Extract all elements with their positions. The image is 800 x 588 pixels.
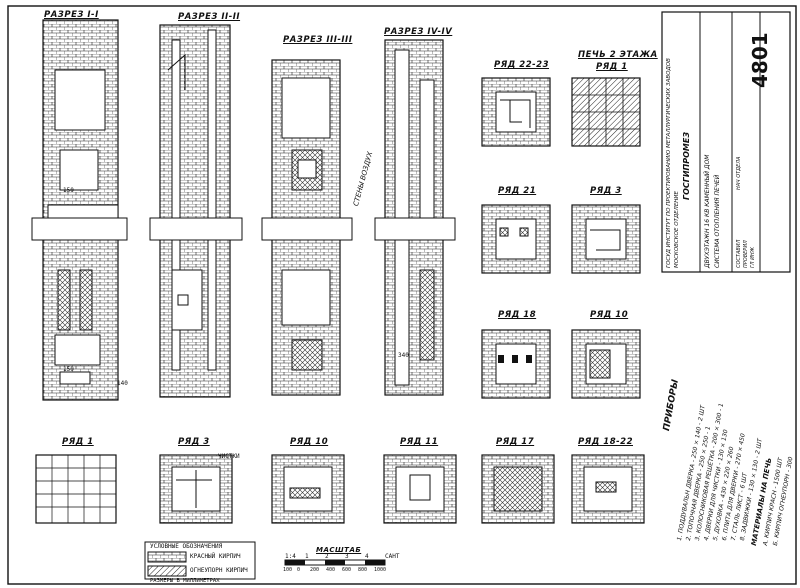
row-label-lower-1: РЯД 1 (62, 437, 94, 447)
tb-object: ДВУХЭТАЖН 16 КВ КАМЕННЫЙ ДОМ (704, 154, 711, 268)
cut-mark-1: 150 (63, 187, 74, 194)
plan-row-21 (481, 204, 551, 274)
row-label-lower-11: РЯД 11 (400, 437, 439, 447)
dim-340: 340 (398, 352, 409, 359)
tb-role-1: СОСТАВИЛ (736, 239, 742, 268)
row-label-10-upper: РЯД 10 (590, 310, 629, 320)
scale-val-3: 3 (345, 553, 349, 560)
row-label-lower-3: РЯД 3 (178, 437, 210, 447)
sheet-frame (7, 5, 797, 585)
legend-box (144, 541, 256, 580)
legend-swatch-refractory (147, 565, 187, 577)
row-label-lower-17: РЯД 17 (496, 437, 535, 447)
section-label-2: РАЗРЕЗ II-II (178, 12, 241, 22)
row-label-lower-18-22: РЯД 18-22 (578, 437, 633, 447)
tb-drawing: СИСТЕМА ОТОПЛЕНИЯ ПЕЧЕЙ (714, 174, 721, 268)
row-label-22-23: РЯД 22-23 (494, 60, 549, 70)
row-label-3-upper: РЯД 3 (590, 186, 622, 196)
plan-row-22-23 (481, 77, 551, 147)
scale-tick-400: 400 (326, 567, 336, 573)
plan-floor-2 (571, 77, 641, 147)
cut-mark-2: 150 (63, 366, 74, 373)
plan-row-10-upper (571, 329, 641, 399)
row-label-floor-2: ПЕЧЬ 2 ЭТАЖА (578, 50, 658, 60)
scale-val-4: 4 (365, 553, 369, 560)
section-2-drawing (149, 24, 243, 398)
dim-140: 140 (117, 380, 128, 387)
section-label-1: РАЗРЕЗ I-I (44, 10, 99, 20)
row-label-21: РЯД 21 (498, 186, 537, 196)
section-4-drawing (374, 39, 456, 396)
legend-title: УСЛОВНЫЕ ОБОЗНАЧЕНИЯ (150, 543, 223, 550)
scale-title: МАСШТАБ (316, 546, 362, 554)
section-1-drawing (31, 19, 128, 401)
tb-org3: ГОСГИПРОМЕЗ (682, 131, 691, 200)
tb-role-3: ГЛ ИНЖ (750, 246, 756, 268)
scale-val-1: 1 (305, 553, 309, 560)
scale-val-2: 2 (325, 553, 329, 560)
tb-role-2: ПРОВЕРИЛ (743, 240, 749, 268)
scale-tick-1000: 1000 (374, 567, 387, 573)
title-block (661, 11, 791, 273)
scale-unit: САНТ (385, 553, 400, 560)
scale-bar (284, 559, 386, 566)
legend-swatch-red-brick (147, 551, 187, 563)
plan-lower-row-10 (271, 454, 345, 524)
tb-org2: МОСКОВСКОЕ ОТДЕЛЕНИЕ (674, 190, 680, 268)
scale-tick-200: 200 (310, 567, 320, 573)
plan-row-3-upper (571, 204, 641, 274)
chistka-note: ЧИСТКИ (218, 453, 240, 460)
scale-tick-600: 600 (342, 567, 352, 573)
row-label-lower-10: РЯД 10 (290, 437, 329, 447)
tb-org: ГОСУД ИНСТИТУТ ПО ПРОЕКТИРОВАНИЮ МЕТАЛЛУ… (666, 58, 672, 268)
plan-lower-row-18-22 (571, 454, 645, 524)
plan-lower-row-11 (383, 454, 457, 524)
plan-row-18 (481, 329, 551, 399)
scale-tick-800: 800 (358, 567, 368, 573)
legend-item-red-brick: КРАСНЫЙ КИРПИЧ (190, 553, 241, 560)
tb-role-4: НАЧ ОТДЕЛА (736, 156, 742, 190)
plan-lower-row-3 (159, 454, 233, 524)
scale-tick-0: 0 (297, 567, 301, 573)
legend-item-refractory: ОГНЕУПОРН КИРПИЧ (190, 567, 248, 574)
sheet-number: 4801 (748, 32, 772, 88)
scale-ratio: 1:4 (285, 553, 296, 560)
plan-lower-row-1 (35, 454, 117, 524)
row-label-floor-2-row: РЯД 1 (596, 62, 628, 72)
legend-footnote: РАЗМЕРЫ В МИЛЛИМЕТРАХ (150, 578, 220, 584)
section-3-drawing (261, 59, 353, 396)
section-label-3: РАЗРЕЗ III-III (283, 35, 353, 45)
section-label-4: РАЗРЕЗ IV-IV (384, 27, 453, 37)
row-label-18: РЯД 18 (498, 310, 537, 320)
scale-tick-100: 100 (283, 567, 293, 573)
plan-lower-row-17 (481, 454, 555, 524)
